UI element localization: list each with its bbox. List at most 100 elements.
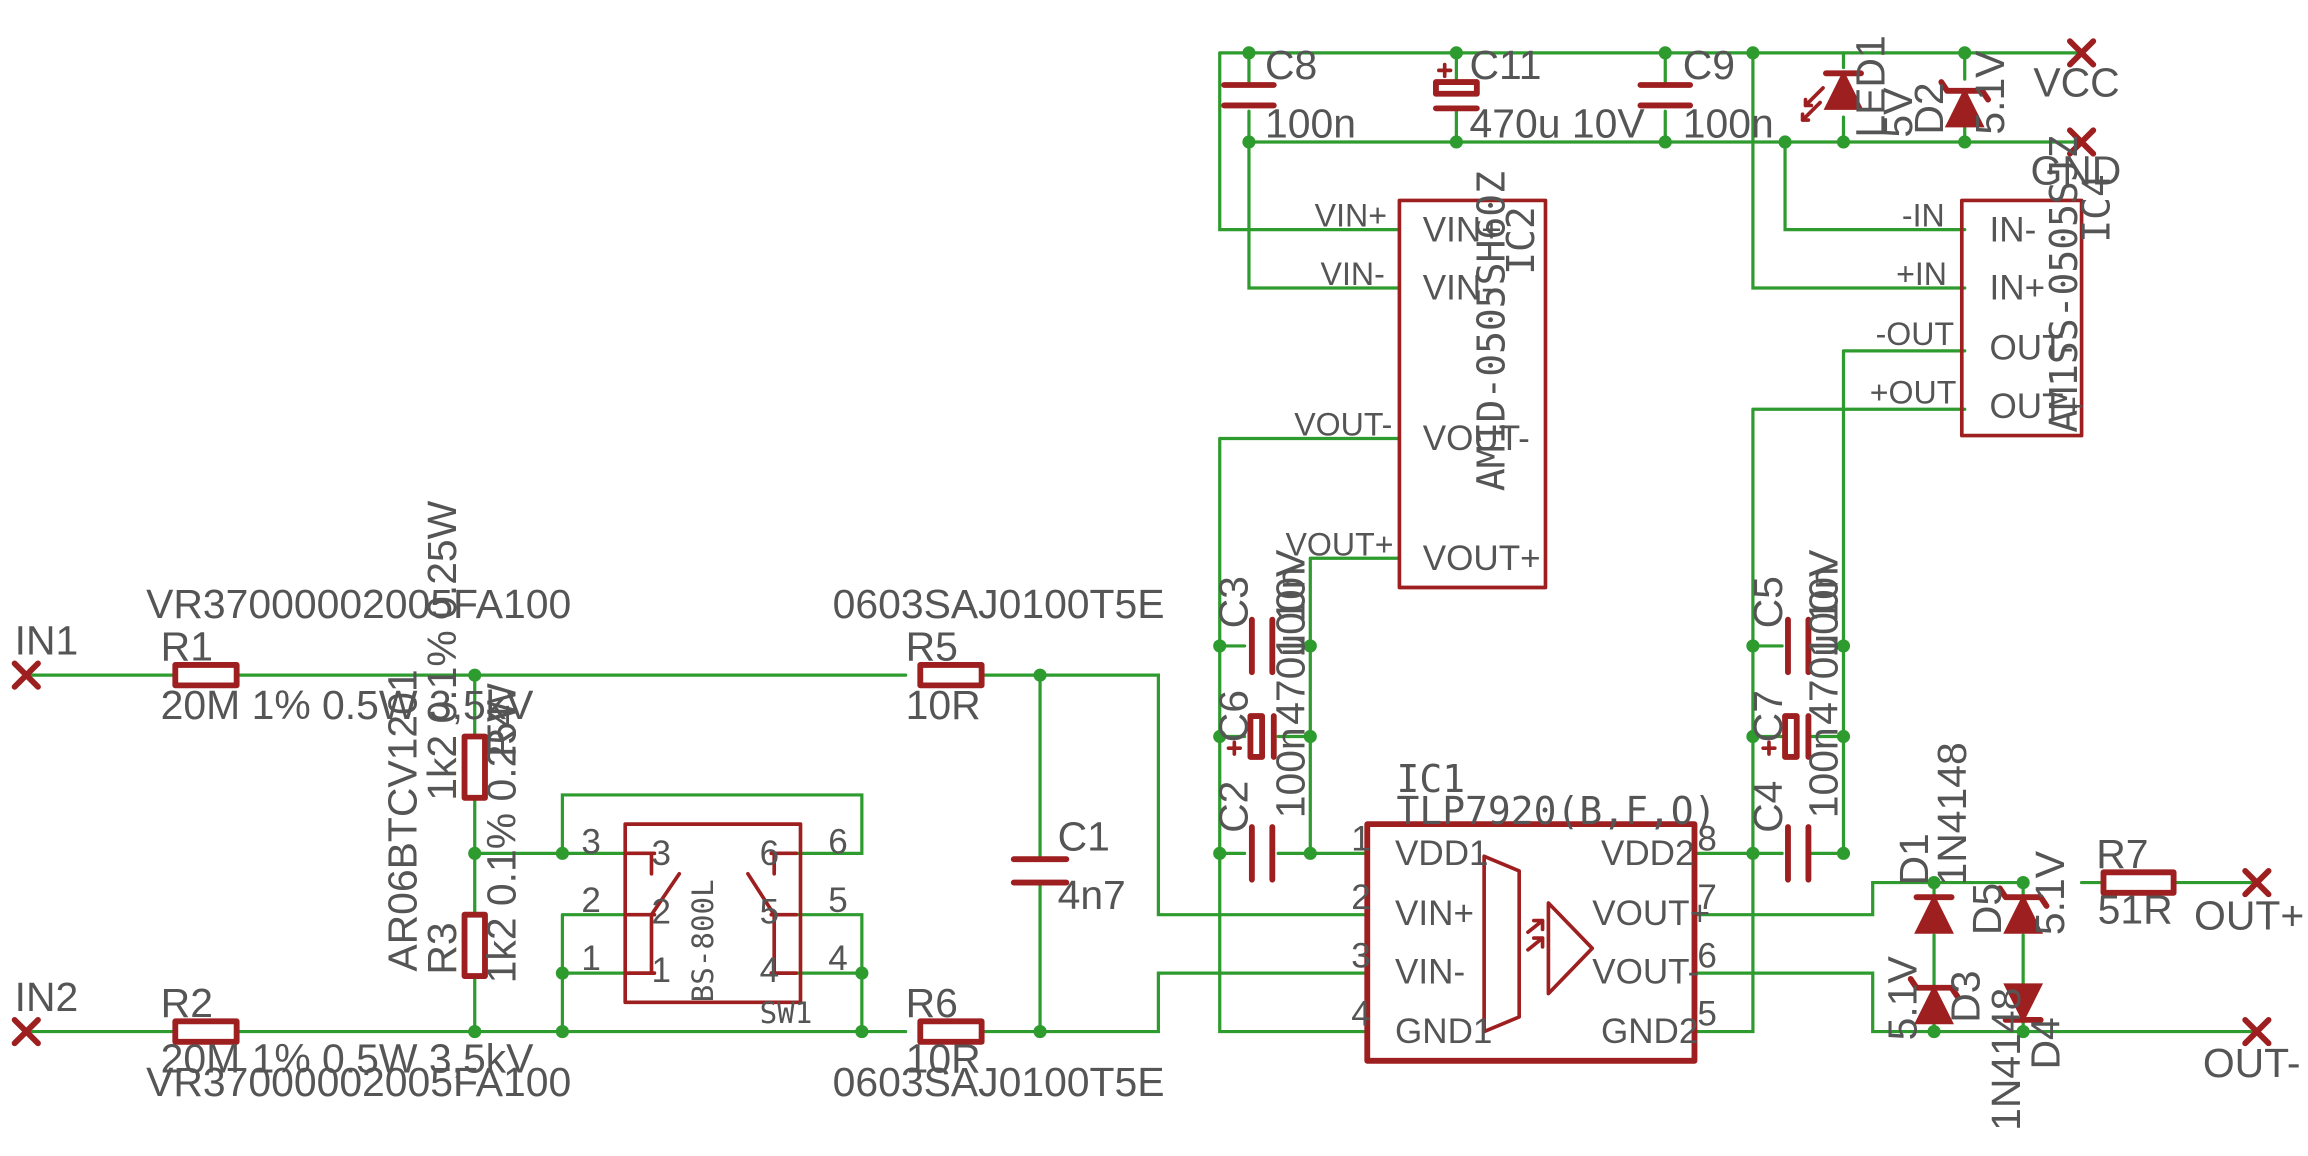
ic1-pinnum-4: 4 xyxy=(1351,995,1371,1034)
ic2-pin-vin-plus: VIN+ xyxy=(1423,210,1502,249)
c2-value: 100n xyxy=(1267,727,1313,818)
capacitor-c9: C9 100n xyxy=(1637,42,1774,147)
ic4-name: IC4 xyxy=(2074,174,2118,243)
d3-name: D3 xyxy=(1942,971,1988,1023)
d2-name: D2 xyxy=(1906,82,1952,134)
resistor-r2: R2 20M 1% 0.5W 3,5kV VR37000002005FA100 xyxy=(146,980,571,1105)
c2-name: C2 xyxy=(1210,781,1256,833)
r5-part: 0603SAJ0100T5E xyxy=(833,581,1165,627)
ic2-pin-vin-minus: VIN- xyxy=(1423,269,1493,308)
ic4-part: AM1SS-0505SJZ xyxy=(2042,135,2086,432)
ic1-pin-vout-minus: VOUT- xyxy=(1592,952,1699,991)
r3-value: 1k2 0.1% 0.25W xyxy=(479,683,525,983)
port-in2: IN2 xyxy=(11,974,78,1047)
ic1-part: TLP7920(B,F,O) xyxy=(1396,789,1716,833)
d4-value: 1N4148 xyxy=(1983,988,2029,1131)
ic2-converter: VIN+ VIN- VOUT- VOUT+ VIN+ VIN- VOUT- VO… xyxy=(1285,171,1548,590)
ic1-pin-vdd2: VDD2 xyxy=(1601,834,1695,873)
ic2-name: IC2 xyxy=(1499,206,1543,275)
c9-value: 100n xyxy=(1683,101,1774,147)
ic1-pin-vin-plus: VIN+ xyxy=(1395,894,1474,933)
ic2-net-vout-minus: VOUT- xyxy=(1294,407,1392,443)
c11-value: 470u 10V xyxy=(1470,101,1646,147)
ic4-net-in-plus: +IN xyxy=(1896,256,1947,292)
r6-value: 10R xyxy=(906,1035,981,1081)
c1-name: C1 xyxy=(1058,813,1110,859)
r4-name: R4 xyxy=(479,705,525,757)
port-out-plus: OUT+ xyxy=(2194,867,2304,938)
diode-d3: 5.1V D3 xyxy=(1880,955,1989,1040)
r4-value: 1k2 0.1% 0.25W xyxy=(419,500,465,800)
capacitor-c8: C8 100n xyxy=(1221,42,1356,147)
r3-name: R3 xyxy=(419,922,465,974)
d4-name: D4 xyxy=(2023,1017,2069,1069)
c11-name: C11 xyxy=(1470,42,1542,88)
ic2-net-vout-plus: VOUT+ xyxy=(1285,526,1393,562)
port-out-minus-label: OUT- xyxy=(2203,1040,2301,1086)
sw1-pin-6: 6 xyxy=(828,822,848,861)
resistor-r7: R7 51R xyxy=(2096,831,2177,932)
c6-name: C6 xyxy=(1210,690,1256,742)
c5-name: C5 xyxy=(1745,576,1791,628)
ic4-net-in-minus: -IN xyxy=(1902,198,1945,234)
ic1-pinnum-2: 2 xyxy=(1351,878,1371,917)
d3-value: 5.1V xyxy=(1880,955,1926,1040)
resistor-r1: VR37000002005FA100 R1 20M 1% 0.5W 3,5kV xyxy=(146,581,571,728)
switch-sw1: 3 2 1 3 2 1 6 5 4 6 5 4 BS-800L SW1 xyxy=(581,822,848,1030)
ic1-pin-gnd2: GND2 xyxy=(1601,1012,1698,1051)
resistor-r6: R6 10R 0603SAJ0100T5E xyxy=(833,980,1165,1105)
r1-name: R1 xyxy=(161,624,213,670)
r2-value: 20M 1% 0.5W 3,5kV xyxy=(161,1035,534,1081)
r5-value: 10R xyxy=(906,682,981,728)
resistor-r3: R3 1k2 0.1% 0.25W AR06BTCV1201 xyxy=(379,669,524,983)
port-gnd: GND xyxy=(2030,127,2121,193)
resistor-r4: R4 1k2 0.1% 0.25W xyxy=(419,500,525,801)
ic2-net-vin-minus: VIN- xyxy=(1321,256,1385,292)
capacitor-c5: C5 100n xyxy=(1745,567,1847,676)
c7-value: 470u 10V xyxy=(1801,549,1847,725)
port-in1-label: IN1 xyxy=(15,618,79,664)
sw1-inner-3: 3 xyxy=(651,834,670,873)
sw1-inner-2: 2 xyxy=(651,892,670,931)
ic2-pin-vout-minus: VOUT- xyxy=(1423,419,1530,458)
r7-name: R7 xyxy=(2096,831,2148,877)
ic2-part: AM1D-0505SH60Z xyxy=(1470,171,1514,491)
ic1-pin-vdd1: VDD1 xyxy=(1395,834,1489,873)
ic1-pin-vin-minus: VIN- xyxy=(1395,952,1465,991)
port-out-plus-label: OUT+ xyxy=(2194,892,2304,938)
c9-name: C9 xyxy=(1683,42,1735,88)
junctions xyxy=(468,46,2030,1039)
ic2-pin-vout-plus: VOUT+ xyxy=(1423,539,1541,578)
c5-value: 100n xyxy=(1801,567,1847,658)
sw1-pin-1: 1 xyxy=(581,939,600,978)
r5-name: R5 xyxy=(906,624,958,670)
capacitor-c7: C7 470u 10V xyxy=(1745,549,1847,760)
ic4-pin-out-minus: OUT- xyxy=(1990,329,2074,368)
resistor-r5: 0603SAJ0100T5E R5 10R xyxy=(833,581,1165,728)
r2-part: VR37000002005FA100 xyxy=(146,1059,571,1105)
port-vcc-label: VCC xyxy=(2033,60,2119,106)
sw1-inner-4: 4 xyxy=(760,951,780,990)
sw1-inner-1: 1 xyxy=(651,951,670,990)
port-out-minus: OUT- xyxy=(2203,1016,2301,1086)
sw1-pin-2: 2 xyxy=(581,881,600,920)
c8-value: 100n xyxy=(1265,101,1356,147)
c7-name: C7 xyxy=(1745,690,1791,742)
diode-d4: D4 1N4148 xyxy=(1983,983,2069,1131)
r2-name: R2 xyxy=(161,980,213,1026)
r34-part: AR06BTCV1201 xyxy=(379,669,425,971)
capacitor-c6: C6 470u 10V xyxy=(1210,549,1313,760)
c3-value: 100n xyxy=(1267,567,1313,658)
port-gnd-label: GND xyxy=(2030,147,2121,193)
capacitor-c1: C1 4n7 xyxy=(1010,813,1126,918)
c3-name: C3 xyxy=(1210,576,1256,628)
led-led1: LED1 5V xyxy=(1800,35,1921,138)
sw1-part: BS-800L xyxy=(686,879,720,1002)
c8-name: C8 xyxy=(1265,42,1317,88)
ic4-pin-in-minus: IN- xyxy=(1990,210,2037,249)
d1-value: 1N4148 xyxy=(1929,742,1975,885)
ic1-pin-vout-plus: VOUT+ xyxy=(1592,894,1710,933)
diode-d2: D2 5.1V xyxy=(1906,50,2013,135)
ic1-name: IC1 xyxy=(1396,757,1465,801)
